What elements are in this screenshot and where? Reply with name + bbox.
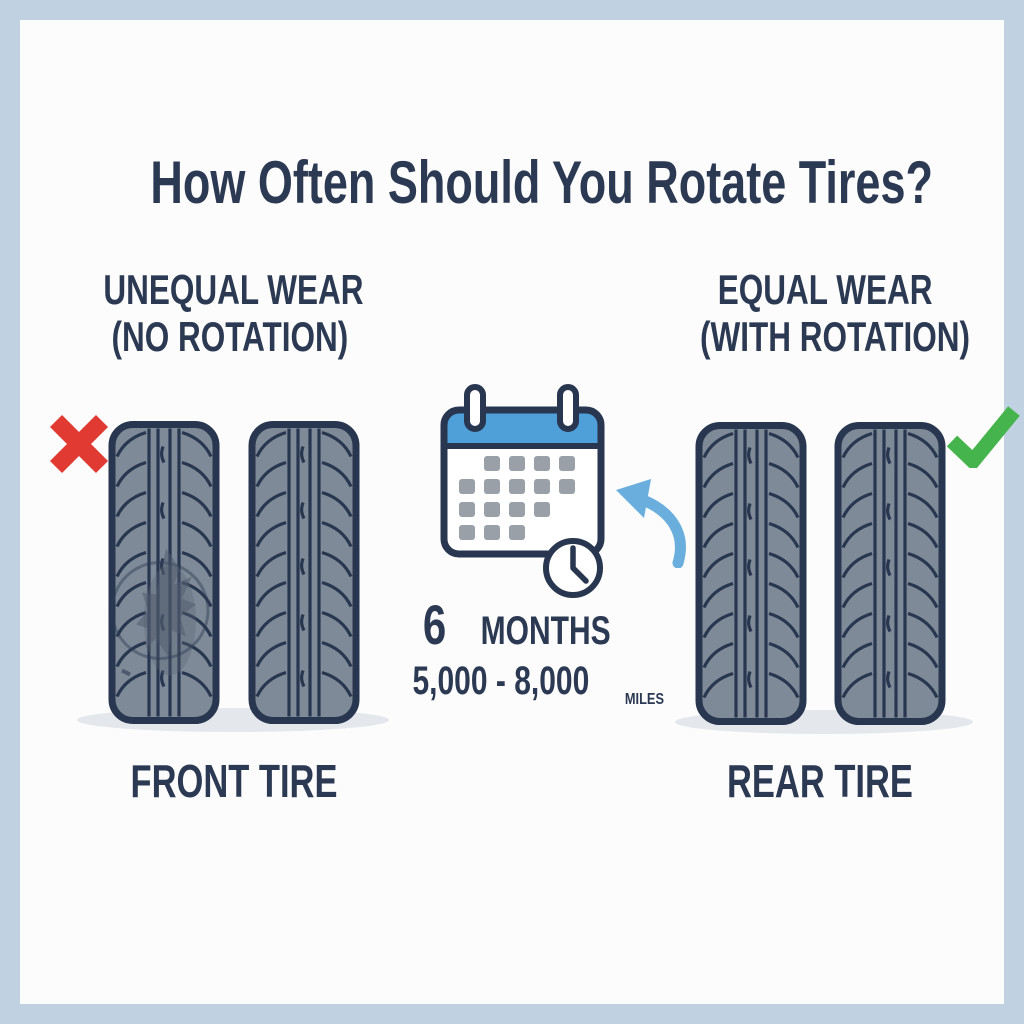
calendar-ring-left <box>464 384 486 432</box>
calendar-icon <box>440 384 605 598</box>
interval-unit: MONTHS <box>481 609 612 653</box>
left-heading-line2: (NO ROTATION) <box>111 313 349 360</box>
calendar-ring-right <box>557 384 579 432</box>
clock-icon <box>543 538 603 598</box>
right-heading-line2: (WITH ROTATION) <box>700 313 971 360</box>
rear-tire-icon <box>695 421 807 726</box>
front-tire-caption: FRONT TIRE <box>130 755 338 807</box>
interval-row: 6 MONTHS <box>411 592 641 657</box>
check-icon <box>946 406 1020 468</box>
interval-value: 6 <box>423 593 447 656</box>
right-section-heading: EQUAL WEAR (WITH ROTATION) <box>655 266 995 360</box>
left-section-heading: UNEQUAL WEAR (NO ROTATION) <box>60 266 400 360</box>
x-icon <box>49 414 109 474</box>
mileage-unit: MILES <box>625 691 665 708</box>
title-row: How Often Should You Rotate Tires? <box>20 152 1024 214</box>
rear-tire-caption: REAR TIRE <box>727 755 913 807</box>
calendar-day-grid <box>459 456 575 540</box>
curved-arrow-icon <box>616 479 686 568</box>
worn-front-tire-icon <box>108 420 220 725</box>
content-area: How Often Should You Rotate Tires? UNEQU… <box>20 20 1020 1004</box>
right-heading-line1: EQUAL WEAR <box>717 266 933 313</box>
mileage-row: 5,000 - 8,000 MILES <box>391 659 664 708</box>
left-heading-line1: UNEQUAL WEAR <box>103 266 364 313</box>
rear-tire-icon-2 <box>834 421 946 726</box>
front-tire-icon <box>248 420 360 725</box>
page-title: How Often Should You Rotate Tires? <box>150 149 933 216</box>
mileage-range: 5,000 - 8,000 <box>412 659 589 703</box>
